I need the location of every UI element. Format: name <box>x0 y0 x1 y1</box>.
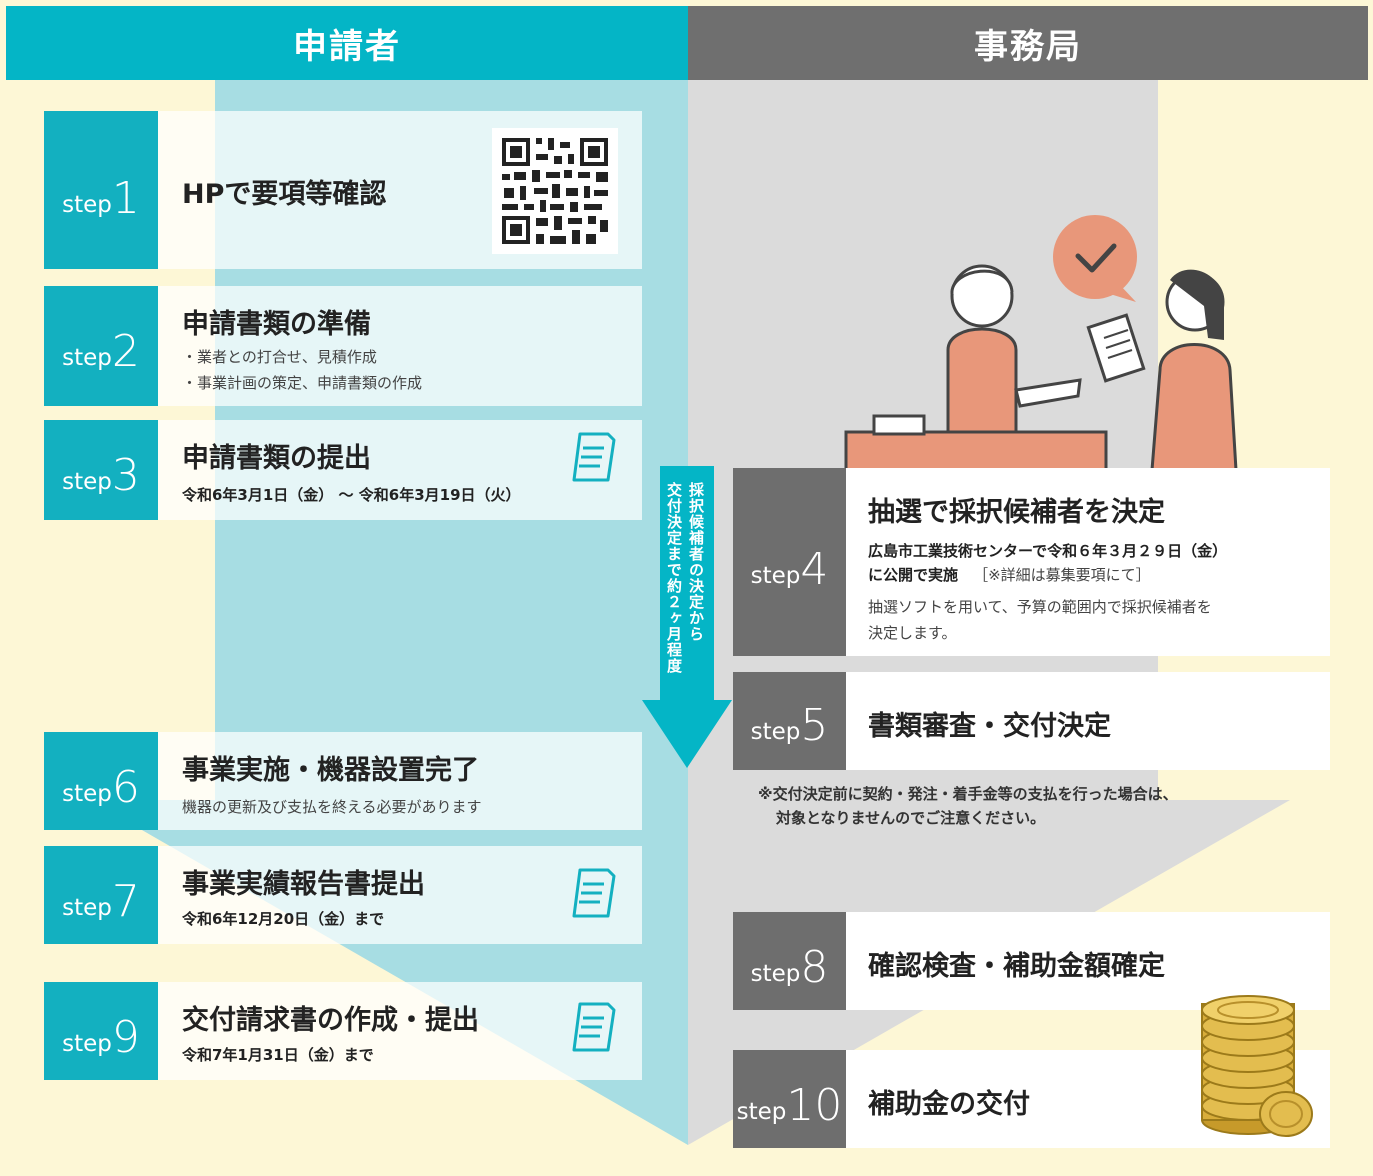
reception-illustration <box>844 215 1238 470</box>
document-icon <box>568 1000 620 1058</box>
step1-title: HPで要項等確認 <box>182 179 387 210</box>
step4-line1: 抽選ソフトを用いて、予算の範囲内で採択候補者を <box>868 598 1212 616</box>
step2-line2: ・事業計画の策定、申請書類の作成 <box>182 374 423 392</box>
step9-title: 交付請求書の作成・提出 <box>182 1005 479 1036</box>
step4-title: 抽選で採択候補者を決定 <box>868 497 1165 528</box>
step-word: step <box>62 192 112 218</box>
step-word: step <box>62 895 112 921</box>
step9-date: 令和7年1月31日（金）まで <box>182 1046 374 1064</box>
step-word: step <box>62 345 112 371</box>
step5-card <box>846 672 1330 770</box>
step-word: step <box>750 961 801 987</box>
notice-line1: ※交付決定前に契約・発注・着手金等の支払を行った場合は、 <box>758 785 1178 803</box>
office-header: 事務局 <box>688 6 1368 80</box>
step8-card <box>846 912 1330 1010</box>
step10-title: 補助金の交付 <box>868 1089 1030 1120</box>
step7-card <box>158 846 642 944</box>
step-number: 3 <box>111 450 140 501</box>
qr-code-icon[interactable] <box>492 128 618 254</box>
arrow-note-col1: 採択候補者の決定から <box>687 482 705 642</box>
step-word: step <box>750 563 801 589</box>
step-word: step <box>62 1031 112 1057</box>
step-number: 7 <box>111 876 140 927</box>
step6-line1: 機器の更新及び支払を終える必要があります <box>182 798 482 816</box>
step-word: step <box>62 781 112 807</box>
step2-line1: ・業者との打合せ、見積作成 <box>182 348 377 366</box>
arrow-note-col2: 交付決定まで約２ヶ月程度 <box>665 482 683 674</box>
step-number: 8 <box>800 942 829 993</box>
step4-line2: 決定します。 <box>868 624 957 642</box>
step4-bold1: 広島市工業技術センターで令和６年３月２９日（金） <box>868 542 1228 560</box>
document-icon <box>568 866 620 924</box>
step-word: step <box>62 469 112 495</box>
timeline-arrow <box>642 466 732 768</box>
step-word: step <box>750 719 801 745</box>
applicant-header-label: 申請者 <box>293 26 401 67</box>
step9-card <box>158 982 642 1080</box>
step6-card <box>158 732 642 830</box>
step3-title: 申請書類の提出 <box>182 443 371 474</box>
step3-date: 令和6年3月1日（金） 〜 令和6年3月19日（火） <box>182 486 521 504</box>
step4-bold2: に公開で実施 <box>868 566 959 584</box>
office-header-label: 事務局 <box>974 26 1082 67</box>
speech-bubble <box>1053 215 1137 299</box>
step4-bracket: ［※詳細は募集要項にて］ <box>973 566 1151 584</box>
step8-title: 確認検査・補助金額確定 <box>868 951 1165 982</box>
coins-icon <box>1201 995 1313 1137</box>
step-number: 5 <box>800 700 829 751</box>
applicant-header: 申請者 <box>6 6 688 80</box>
step-number: 6 <box>111 762 140 813</box>
step7-title: 事業実績報告書提出 <box>182 869 425 900</box>
step-number: 9 <box>111 1012 140 1063</box>
step2-card <box>158 286 642 406</box>
step5-title: 書類審査・交付決定 <box>868 711 1111 742</box>
step-word: step <box>736 1099 787 1125</box>
step7-date: 令和6年12月20日（金）まで <box>182 910 385 928</box>
step6-title: 事業実施・機器設置完了 <box>182 755 479 786</box>
step-number: 2 <box>111 326 140 377</box>
step-number: 4 <box>800 544 829 595</box>
step2-title: 申請書類の準備 <box>182 309 371 340</box>
step-number: 10 <box>786 1080 843 1131</box>
step3-card <box>158 420 642 520</box>
timeline-arrow-note: 採択候補者の決定から 交付決定まで約２ヶ月程度 <box>664 482 706 722</box>
reception-desk <box>844 430 1108 470</box>
document-icon <box>568 430 620 488</box>
step4-card <box>846 468 1330 656</box>
step4-bold2-row: に公開で実施 ［※詳細は募集要項にて］ <box>868 564 1151 585</box>
payment-notice: ※交付決定前に契約・発注・着手金等の支払を行った場合は、 対象となりませんのでご… <box>758 782 1178 830</box>
step-number: 1 <box>111 173 140 224</box>
notice-line2: 対象となりませんのでご注意ください。 <box>776 809 1046 827</box>
